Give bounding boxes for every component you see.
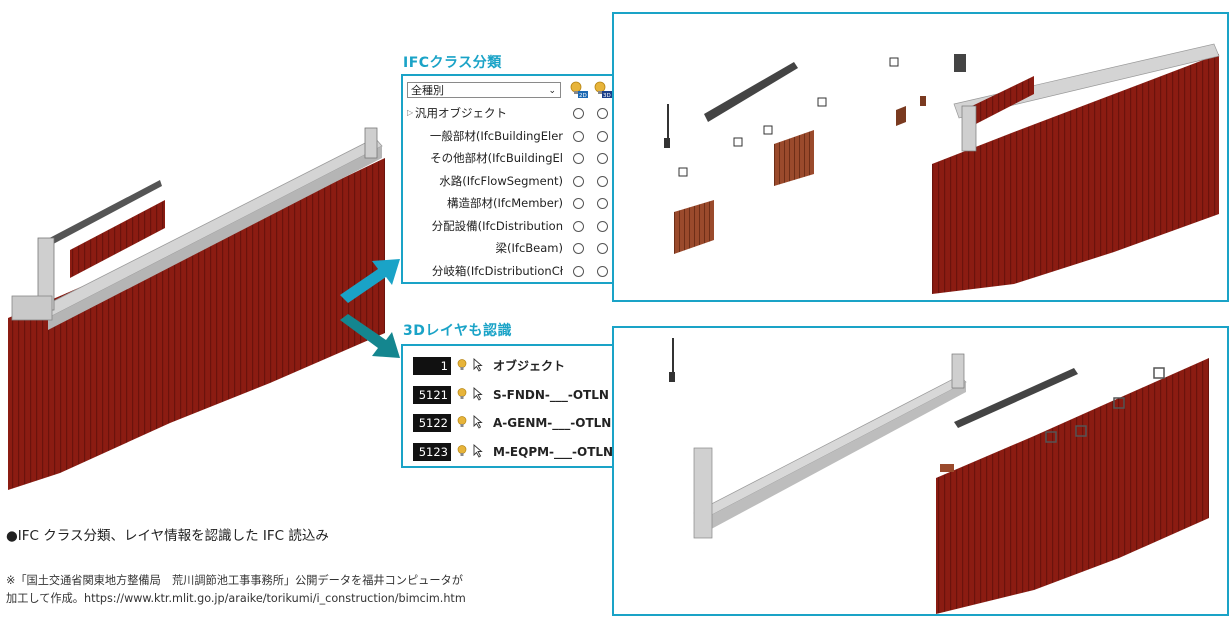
layer-heading: 3Dレイヤも認識 <box>403 323 512 339</box>
3d-visibility-radio[interactable] <box>597 220 608 232</box>
2d-visibility-radio[interactable] <box>573 220 584 232</box>
cursor-icon[interactable] <box>473 358 483 372</box>
layer-name: A-GENM-___-OTLN <box>493 416 612 430</box>
rail-structure <box>704 62 798 122</box>
sheet-pile-wall <box>936 358 1209 614</box>
layer-panel: 1 オブジェクト 5121 S-FNDN-___-OTLN 5122 A-GENM-___… <box>401 344 633 468</box>
layer-number: 5122 <box>413 414 451 432</box>
layer-row[interactable]: 5121 S-FNDN-___-OTLN <box>413 383 629 407</box>
lightbulb-icon[interactable] <box>457 444 467 457</box>
ifc-class-3d-view <box>664 43 1220 294</box>
cursor-icon[interactable] <box>473 386 483 401</box>
2d-visibility-radio[interactable] <box>573 175 584 187</box>
rail-structure <box>40 180 162 250</box>
ifc-class-row[interactable]: 梁(IfcBeam) <box>403 237 632 259</box>
main-3d-model-view <box>8 127 385 490</box>
ifc-class-label: その他部材(IfcBuildingEl <box>430 151 563 165</box>
3d-visibility-radio[interactable] <box>597 153 608 164</box>
source-note: ※「国土交通省関東地方整備局 荒川調節池工事事務所」公開データを福井コンピュータ… <box>6 572 606 608</box>
2d-visibility-radio[interactable] <box>573 130 584 142</box>
layer-name: オブジェクト <box>493 359 566 373</box>
layer-number: 1 <box>413 357 451 375</box>
ifc-class-label: 分岐箱(IfcDistributionCł <box>431 263 563 278</box>
3d-visibility-radio[interactable] <box>597 198 608 209</box>
ifc-class-label: 一般部材(IfcBuildingEler <box>429 128 563 143</box>
3d-visibility-radio[interactable] <box>597 243 608 254</box>
lightbulb-2d-icon[interactable]: 2D <box>569 81 589 99</box>
2d-visibility-radio[interactable] <box>573 108 584 119</box>
layer-name: S-FNDN-___-OTLN <box>493 387 609 402</box>
layer-number: 5121 <box>413 385 451 404</box>
ifc-class-panel: 全種別 ⌄ 2D 3D ▷汎用オブジェクト一般部材(IfcBuildingEle… <box>401 74 633 284</box>
lightbulb-icon[interactable] <box>457 387 467 400</box>
expand-triangle-icon[interactable]: ▷ <box>407 108 414 117</box>
layer-row[interactable]: 5123 M-EQPM-___-OTLN <box>413 440 629 464</box>
ifc-class-heading: IFCクラス分類 <box>403 55 502 71</box>
source-note-line-2: 加工して作成。https://www.ktr.mlit.go.jp/araike… <box>6 592 466 605</box>
type-filter-value: 全種別 <box>411 84 444 97</box>
ifc-panel-header: 全種別 ⌄ 2D 3D <box>405 80 631 100</box>
ifc-class-label: 梁(IfcBeam) <box>495 241 563 255</box>
sheet-pile-wall <box>8 158 385 490</box>
figure-caption: ●IFC クラス分類、レイヤ情報を認識した IFC 読込み <box>6 528 329 544</box>
ifc-class-result-view <box>612 12 1229 302</box>
ifc-class-row[interactable]: 水路(IfcFlowSegment) <box>403 170 632 192</box>
3d-visibility-radio[interactable] <box>597 130 608 142</box>
ifc-class-label: 水路(IfcFlowSegment) <box>439 173 563 188</box>
ifc-class-row[interactable]: その他部材(IfcBuildingEl <box>403 147 632 169</box>
ifc-class-label: 汎用オブジェクト <box>415 106 507 120</box>
sheet-pile-wall <box>932 54 1219 294</box>
arrow-up-right-icon <box>340 259 400 303</box>
lightbulb-icon[interactable] <box>457 359 467 371</box>
source-note-line-1: ※「国土交通省関東地方整備局 荒川調節池工事事務所」公開データを福井コンピュータ… <box>6 574 463 587</box>
sheet-pile-wall-upper <box>70 200 165 278</box>
ifc-class-row[interactable]: 構造部材(IfcMember) <box>403 192 632 214</box>
arrow-down-right-icon <box>340 314 400 358</box>
2d-visibility-radio[interactable] <box>573 153 584 164</box>
lightbulb-icon[interactable] <box>457 416 467 428</box>
chevron-down-icon: ⌄ <box>548 86 556 96</box>
layer-number: 5123 <box>413 442 451 461</box>
badge-3d: 3D <box>603 93 611 99</box>
2d-visibility-radio[interactable] <box>573 198 584 209</box>
ifc-class-row[interactable]: ▷汎用オブジェクト <box>403 102 632 124</box>
3d-visibility-radio[interactable] <box>597 108 608 119</box>
cursor-icon[interactable] <box>473 415 483 429</box>
ifc-class-row[interactable]: 一般部材(IfcBuildingEler <box>403 125 632 147</box>
layer-row[interactable]: 1 オブジェクト <box>413 354 629 378</box>
ifc-class-row[interactable]: 分岐箱(IfcDistributionCł <box>403 260 632 282</box>
layer-name: M-EQPM-___-OTLN <box>493 444 614 459</box>
layer-row[interactable]: 5122 A-GENM-___-OTLN <box>413 411 629 435</box>
ifc-class-row[interactable]: 分配設備(IfcDistribution <box>403 215 632 237</box>
3d-visibility-radio[interactable] <box>597 265 608 277</box>
cursor-icon[interactable] <box>473 443 483 458</box>
3d-visibility-radio[interactable] <box>597 175 608 187</box>
ifc-class-label: 分配設備(IfcDistribution <box>431 218 563 233</box>
2d-visibility-radio[interactable] <box>573 265 584 277</box>
concrete-beam <box>693 375 967 521</box>
lightbulb-3d-icon[interactable]: 3D <box>593 81 613 99</box>
type-filter-select[interactable]: 全種別 ⌄ <box>407 82 561 98</box>
badge-2d: 2D <box>579 93 587 99</box>
layer-3d-view <box>669 338 1209 614</box>
layer-result-view <box>612 326 1229 616</box>
2d-visibility-radio[interactable] <box>573 243 584 254</box>
ifc-class-label: 構造部材(IfcMember) <box>446 196 563 210</box>
